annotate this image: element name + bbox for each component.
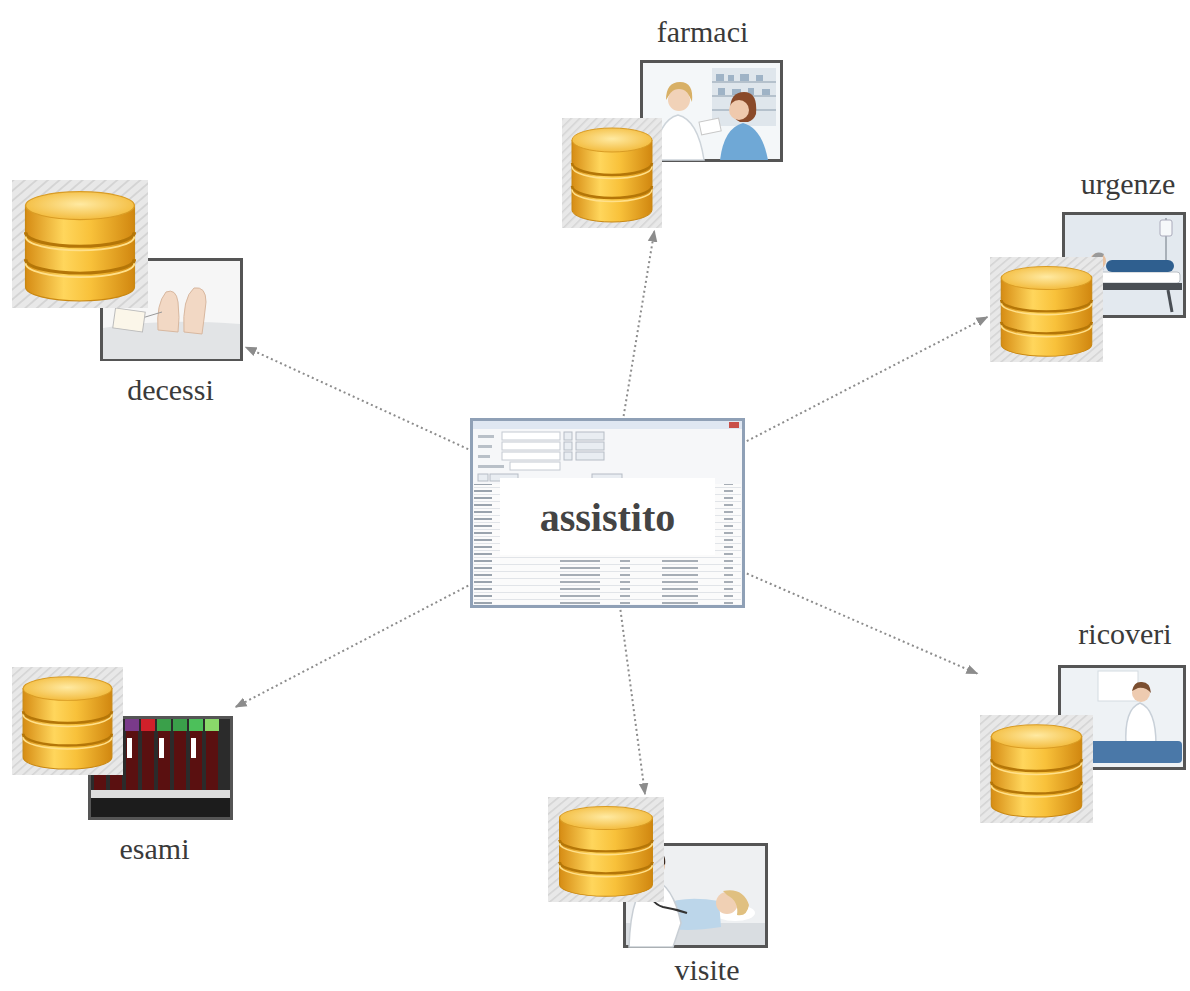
foot bbox=[158, 291, 179, 332]
source-label: urgenze bbox=[1081, 167, 1175, 200]
source-label: ricoveri bbox=[1078, 617, 1171, 650]
form-fields bbox=[502, 432, 560, 470]
nurse-hair bbox=[1132, 682, 1151, 693]
dotted-arrow bbox=[747, 317, 988, 441]
rack bbox=[91, 790, 230, 798]
database-icon bbox=[980, 715, 1093, 823]
dotted-arrow bbox=[624, 231, 655, 416]
database-icon bbox=[548, 797, 664, 902]
toe-tag bbox=[113, 308, 145, 332]
window bbox=[1098, 671, 1138, 701]
window-frame bbox=[472, 420, 744, 607]
prescription bbox=[699, 118, 721, 135]
dotted-arrow bbox=[236, 586, 469, 707]
source-label: farmaci bbox=[657, 15, 749, 48]
database-icon bbox=[12, 667, 123, 775]
rack-base bbox=[91, 798, 230, 817]
patient-hair bbox=[723, 890, 749, 915]
customer bbox=[720, 123, 768, 160]
boxes bbox=[716, 74, 770, 95]
database-icon bbox=[990, 257, 1103, 362]
data-source-node: esami bbox=[12, 667, 233, 865]
title-bar bbox=[473, 421, 742, 429]
foot bbox=[184, 288, 206, 334]
patient-record-box: assistito bbox=[470, 418, 745, 608]
database-icon bbox=[12, 180, 148, 308]
shelves bbox=[712, 68, 776, 126]
data-source-node: ricoveri bbox=[980, 617, 1188, 823]
customer-hair bbox=[730, 92, 756, 122]
dotted-arrow bbox=[620, 610, 645, 794]
data-source-node: visite bbox=[548, 797, 768, 986]
dotted-arrow bbox=[747, 574, 977, 674]
form-buttons bbox=[478, 432, 622, 481]
source-label: visite bbox=[675, 953, 740, 986]
data-source-node: farmaci bbox=[562, 15, 783, 228]
label-panel bbox=[500, 478, 715, 555]
pharmacist-head bbox=[668, 89, 690, 111]
software-screenshot bbox=[472, 420, 744, 607]
data-source-node: urgenze bbox=[990, 167, 1188, 362]
data-source-node: decessi bbox=[12, 180, 243, 406]
source-label: decessi bbox=[127, 373, 214, 406]
photo-frame bbox=[642, 62, 782, 161]
dotted-arrow bbox=[246, 347, 468, 449]
database-icon bbox=[562, 118, 662, 228]
form-labels bbox=[478, 435, 504, 468]
patient-body bbox=[1106, 260, 1174, 272]
pharmacy-photo bbox=[642, 62, 782, 161]
nurse bbox=[1126, 703, 1156, 745]
record-title: assistito bbox=[540, 496, 676, 540]
customer-head bbox=[729, 100, 749, 120]
iv-bag bbox=[1160, 220, 1172, 236]
source-label: esami bbox=[120, 832, 190, 865]
close-button bbox=[729, 422, 739, 428]
